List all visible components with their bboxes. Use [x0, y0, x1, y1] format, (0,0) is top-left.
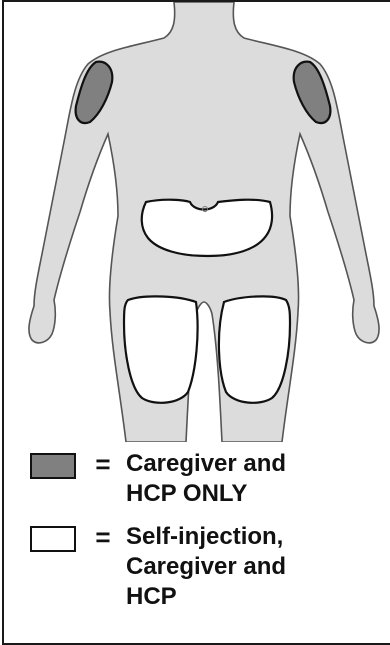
legend-swatch-gray — [30, 453, 76, 479]
legend-swatch-white — [30, 526, 76, 552]
right-thigh-zone — [219, 296, 290, 402]
legend-label-caregiver: Caregiver and HCP ONLY — [126, 449, 286, 509]
legend-label-self-injection: Self-injection, Caregiver and HCP — [126, 522, 286, 612]
legend-equals: = — [86, 522, 120, 552]
body-figure — [4, 2, 390, 442]
left-thigh-zone — [124, 296, 198, 402]
legend-item-caregiver: = Caregiver and HCP ONLY — [30, 449, 286, 509]
legend-item-self-injection: = Self-injection, Caregiver and HCP — [30, 522, 286, 612]
legend-equals: = — [86, 449, 120, 479]
